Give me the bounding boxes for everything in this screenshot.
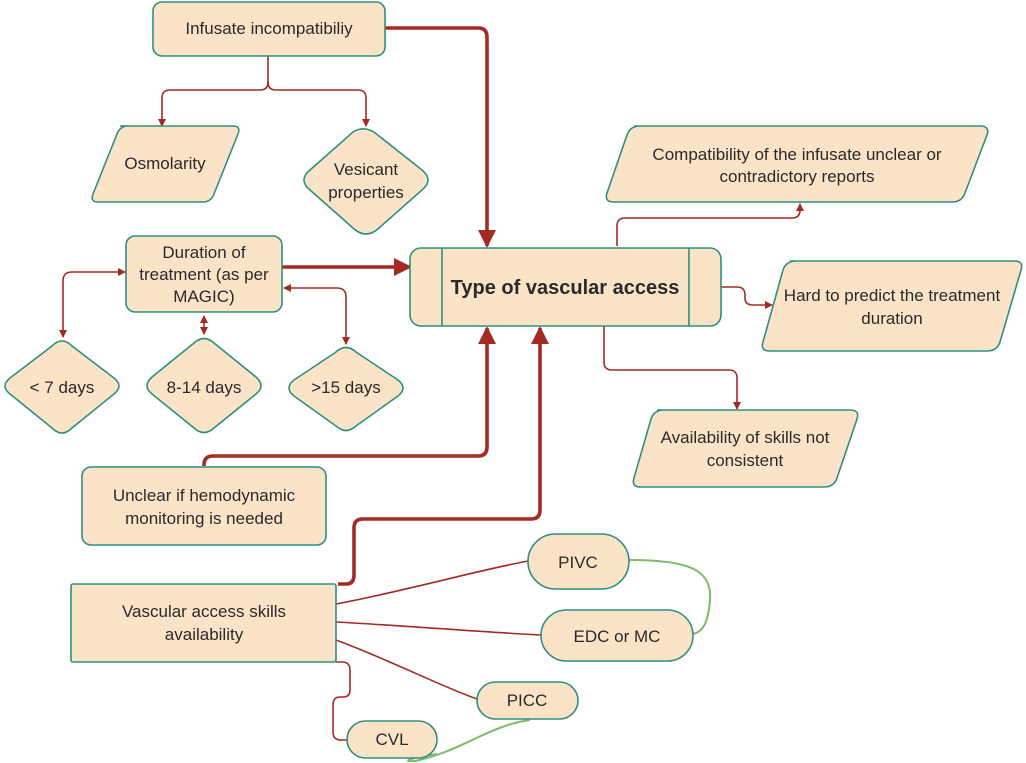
compat-label-1: Compatibility of the infusate unclear or [652,145,941,164]
vesicant-label-2: properties [328,183,404,202]
infusate-incompatibility-node: Infusate incompatibiliy [152,1,386,57]
duration-label-1: Duration of [162,243,245,262]
duration-of-treatment-node: Duration of treatment (as per MAGIC) [125,235,283,313]
hemodynamic-label-1: Unclear if hemodynamic [113,486,296,505]
duration-label-3: MAGIC) [173,287,234,306]
8-14-days-node: 8-14 days [146,337,262,434]
hard-label-2: duration [861,309,922,328]
avail-label-2: consistent [707,451,784,470]
connector-skills-picc [335,639,478,700]
edc-or-mc-node: EDC or MC [540,609,694,662]
osmolarity-label: Osmolarity [124,154,206,173]
connector-duration-gt15 [283,284,350,345]
connector-infusate-split [158,56,269,127]
connector-pivc-edc [628,559,712,635]
picc-label: PICC [507,691,548,710]
picc-node: PICC [476,681,579,720]
cvl-label: CVL [375,730,408,749]
pivc-label: PIVC [558,553,598,572]
skills-label-1: Vascular access skills [122,602,286,621]
availability-not-consistent-node: Availability of skills not consistent [632,409,859,488]
pivc-node: PIVC [527,533,630,590]
vascular-access-skills-node: Vascular access skills availability [70,583,337,663]
connector-access-hard [721,286,773,309]
type-of-vascular-access-node: Type of vascular access [409,247,722,327]
hemodynamic-label-2: monitoring is needed [125,509,283,528]
lt7-label: < 7 days [30,378,95,397]
type-of-access-label: Type of vascular access [451,277,680,299]
connector-access-avail [603,326,741,410]
connector-duration-lt7 [59,268,126,338]
compat-label-2: contradictory reports [720,167,875,186]
cvl-node: CVL [346,720,438,759]
hard-label-1: Hard to predict the treatment [784,286,1001,305]
vesicant-properties-node: Vesicant properties [303,128,429,235]
duration-label-2: treatment (as per [139,265,269,284]
hard-to-predict-duration-node: Hard to predict the treatment duration [761,260,1023,352]
arrow-skills-to-access [338,326,549,586]
connector-skills-pivc [335,560,529,605]
avail-label-1: Availability of skills not [661,428,830,447]
connector-skills-edc [335,621,542,636]
edc-label: EDC or MC [574,627,661,646]
connector-skills-cvl [332,661,351,741]
connector-infusate-vesicant [267,81,370,127]
arrow-hemodynamic-to-access [202,326,496,466]
vesicant-label-1: Vesicant [334,160,399,179]
hemodynamic-monitoring-node: Unclear if hemodynamic monitoring is nee… [81,466,327,546]
gt15-label: >15 days [311,378,380,397]
infusate-label: Infusate incompatibiliy [185,19,353,38]
lt-7-days-node: < 7 days [4,340,120,434]
compatibility-unclear-node: Compatibility of the infusate unclear or… [605,125,989,203]
osmolarity-node: Osmolarity [91,125,240,203]
connector-access-compat [616,203,804,246]
skills-label-2: availability [165,625,244,644]
arrow-infusate-to-access [385,26,496,248]
gt-15-days-node: >15 days [288,346,404,432]
d8-14-label: 8-14 days [167,378,242,397]
